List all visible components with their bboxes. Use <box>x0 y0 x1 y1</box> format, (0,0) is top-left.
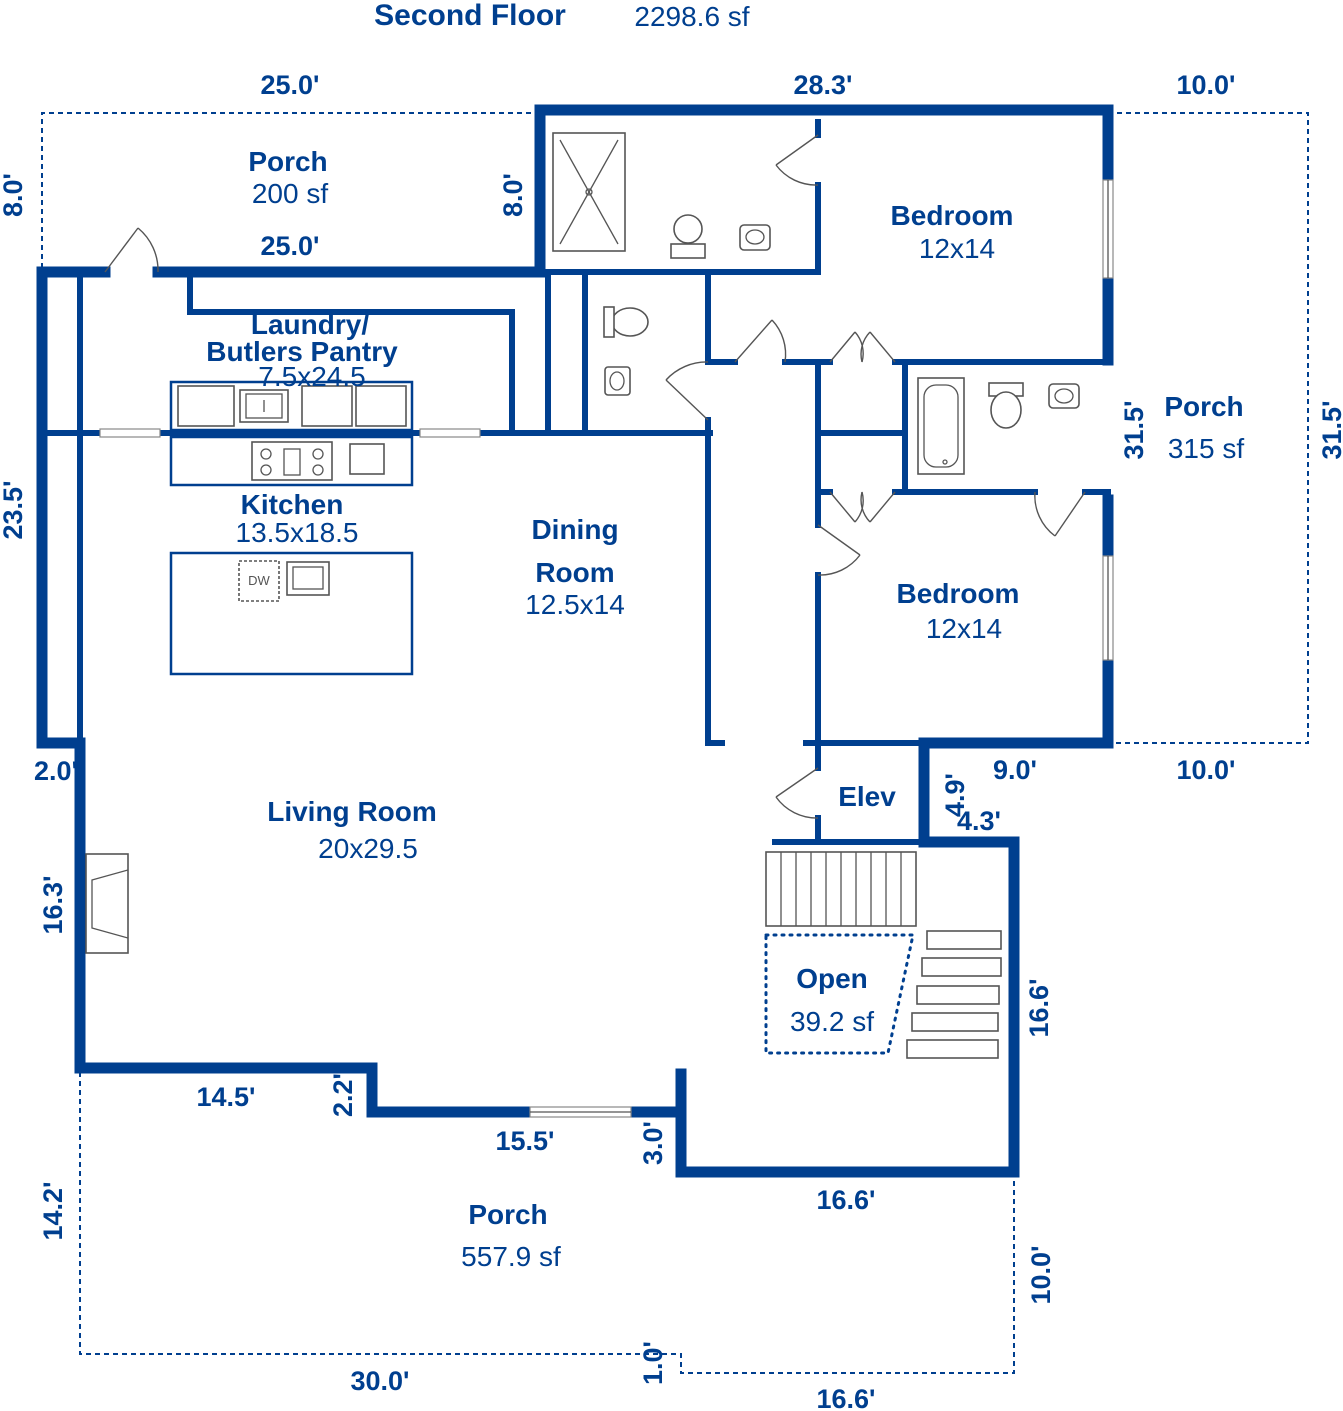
dim-bottom-mid: 15.5' <box>496 1126 555 1156</box>
porch-right-area: 315 sf <box>1168 433 1244 464</box>
dim-porch-jog: 1.0' <box>638 1341 668 1385</box>
dining-size: 12.5x14 <box>525 589 625 620</box>
fireplace <box>85 853 129 954</box>
dim-right-porch-inner: 31.5' <box>1119 401 1149 460</box>
dim-porch-right-bottom: 10.0' <box>1177 755 1236 785</box>
stairs <box>765 851 1002 1059</box>
porch-outlines <box>41 112 1309 1374</box>
dim-porch-bottom: 25.0' <box>261 231 320 261</box>
dim-top-right: 10.0' <box>1177 70 1236 100</box>
porch-top-name: Porch <box>248 146 327 177</box>
living-room-name: Living Room <box>267 796 437 827</box>
bedroom1-name: Bedroom <box>891 200 1014 231</box>
dim-right-porch-outer: 31.5' <box>1317 401 1343 460</box>
dim-left-upper: 23.5' <box>0 481 28 540</box>
bedroom2-size: 12x14 <box>926 613 1002 644</box>
dining-name-line2: Room <box>535 557 614 588</box>
dim-left-step: 2.0' <box>34 756 78 786</box>
doors <box>104 134 1086 819</box>
porch-right-name: Porch <box>1164 391 1243 422</box>
laundry-size: 7.5x24.5 <box>258 361 365 392</box>
windows <box>99 179 1114 1118</box>
elevator-name: Elev <box>838 781 896 812</box>
kitchen-counters <box>169 380 414 487</box>
dim-porch-right-side2: 10.0' <box>1026 1246 1056 1305</box>
exterior-walls <box>36 104 1114 1178</box>
open-area: 39.2 sf <box>790 1006 874 1037</box>
dim-porch-bottom-left: 30.0' <box>351 1366 410 1396</box>
porch-top-area: 200 sf <box>252 178 328 209</box>
dim-porch-left-side: 14.2' <box>38 1182 68 1241</box>
dim-bottom-step2: 3.0' <box>638 1121 668 1165</box>
dining-name-line1: Dining <box>531 514 618 545</box>
dim-bottom-left: 14.5' <box>197 1082 256 1112</box>
dim-bottom-right: 16.6' <box>817 1185 876 1215</box>
dim-porch-left: 8.0' <box>0 173 28 217</box>
stair-treads <box>780 852 902 926</box>
dim-porch-right-side: 8.0' <box>498 173 528 217</box>
laundry-name-line1: Laundry/ <box>251 309 369 340</box>
laundry-name-line2: Butlers Pantry <box>206 336 398 367</box>
bathroom-fixtures <box>552 132 1080 475</box>
floor-area: 2298.6 sf <box>634 1 749 32</box>
dim-top-mid: 28.3' <box>794 70 853 100</box>
dim-porch-bottom-right: 16.6' <box>817 1384 876 1411</box>
open-area-outline <box>764 933 915 1055</box>
porch-bottom-area: 557.9 sf <box>461 1241 561 1272</box>
dim-elev-bottom: 9.0' <box>993 755 1037 785</box>
dim-stair-side: 16.6' <box>1024 979 1054 1038</box>
kitchen-island: DW <box>169 551 414 676</box>
interior-walls <box>39 119 1111 845</box>
dim-stair-top: 4.3' <box>957 806 1001 836</box>
kitchen-size: 13.5x18.5 <box>236 517 359 548</box>
dim-bottom-step: 2.2' <box>328 1073 358 1117</box>
dim-elev-side: 4.9' <box>940 773 970 817</box>
floor-title: Second Floor <box>374 0 566 32</box>
living-room-size: 20x29.5 <box>318 833 418 864</box>
porch-bottom-name: Porch <box>468 1199 547 1230</box>
bedroom1-size: 12x14 <box>919 233 995 264</box>
dishwasher-label: DW <box>248 573 270 588</box>
bedroom2-name: Bedroom <box>897 578 1020 609</box>
dim-left-lower: 16.3' <box>38 876 68 935</box>
kitchen-name: Kitchen <box>241 489 344 520</box>
open-name: Open <box>796 963 868 994</box>
dim-top-left: 25.0' <box>261 70 320 100</box>
